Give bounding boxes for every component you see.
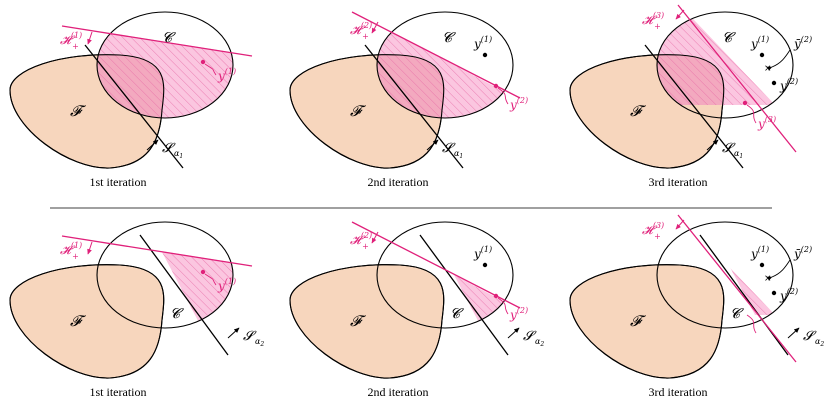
normal-arrow xyxy=(426,139,439,151)
ybar-label: ȳ(2) xyxy=(793,245,812,261)
y1-label: y(1) xyxy=(750,245,769,261)
halfspace-arrow xyxy=(675,219,685,230)
svg-text:α2: α2 xyxy=(255,337,264,348)
hyperplane-H2 xyxy=(351,11,521,99)
ybar-cross: × xyxy=(764,274,772,284)
separating-line-S xyxy=(644,44,744,169)
normal-arrow xyxy=(507,327,520,339)
normal-arrow xyxy=(706,139,719,151)
halfspace-arrow xyxy=(87,241,93,255)
separating-line-S xyxy=(139,234,229,356)
y1-label: y(1) xyxy=(217,67,236,83)
label-C: 𝓒 xyxy=(722,30,736,46)
separating-line-S xyxy=(419,234,509,356)
caption-iteration: 2nd iteration xyxy=(368,175,429,189)
hyperplane-H2 xyxy=(351,221,521,309)
separating-line-S xyxy=(364,44,464,169)
label-H2: 𝓗(2)+ xyxy=(350,231,372,251)
y2-point xyxy=(493,83,499,89)
y1-point xyxy=(200,269,206,275)
label-C: 𝓒 xyxy=(450,306,464,322)
y2-point xyxy=(771,80,777,86)
y2-label: y(2) xyxy=(779,77,798,93)
caption-iteration: 3rd iteration xyxy=(649,175,708,189)
y1-label: y(1) xyxy=(473,245,492,261)
label-C: 𝓒 xyxy=(442,30,456,46)
normal-arrow xyxy=(146,139,159,151)
caption-iteration: 1st iteration xyxy=(90,175,147,189)
y2-point xyxy=(493,293,499,299)
svg-text:α1: α1 xyxy=(454,149,463,160)
hyperplane-H3 xyxy=(677,4,797,153)
label-H2: 𝓗(2)+ xyxy=(350,21,372,41)
caption-iteration: 3rd iteration xyxy=(649,385,708,399)
y1-label: y(1) xyxy=(750,35,769,51)
y3-point xyxy=(742,100,748,106)
y1-point xyxy=(200,59,206,65)
ybar-cross: × xyxy=(764,64,772,74)
y3-label: y(3) xyxy=(757,115,776,131)
separating-line-S xyxy=(699,234,789,356)
halfspace-arrow xyxy=(371,21,379,34)
y1-point xyxy=(482,52,488,58)
label-H1: 𝓗(1)+ xyxy=(60,241,82,261)
label-C: 𝓒 xyxy=(170,306,184,322)
svg-text:α2: α2 xyxy=(815,337,824,348)
y1-label: y(1) xyxy=(473,35,492,51)
ybar-label: ȳ(2) xyxy=(793,35,812,51)
svg-text:α2: α2 xyxy=(535,337,544,348)
y1-point xyxy=(759,262,765,268)
svg-text:α1: α1 xyxy=(734,149,743,160)
svg-text:α1: α1 xyxy=(174,149,183,160)
y1-point xyxy=(759,52,765,58)
y1-point xyxy=(482,262,488,268)
label-H1: 𝓗(1)+ xyxy=(60,31,82,51)
halfspace-arrow xyxy=(87,31,93,45)
hyperplane-H1 xyxy=(61,235,253,267)
normal-arrow xyxy=(787,327,800,339)
separating-line-S xyxy=(84,44,184,169)
caption-iteration: 1st iteration xyxy=(90,385,147,399)
set-F xyxy=(9,264,165,379)
y2-label: y(2) xyxy=(509,306,528,322)
set-F xyxy=(289,264,445,379)
label-C: 𝓒 xyxy=(730,306,744,322)
halfspace-arrow xyxy=(675,9,685,20)
y2-label: y(2) xyxy=(779,287,798,303)
y2-label: y(2) xyxy=(509,96,528,112)
set-F xyxy=(569,264,725,379)
y2-point xyxy=(771,290,777,296)
label-H3: 𝓗(3)+ xyxy=(642,11,664,31)
halfspace-arrow xyxy=(371,231,379,244)
normal-arrow xyxy=(227,327,240,339)
hyperplane-H3 xyxy=(677,214,797,363)
y1-label: y(1) xyxy=(217,277,236,293)
label-H3: 𝓗(3)+ xyxy=(642,221,664,241)
caption-iteration: 2nd iteration xyxy=(368,385,429,399)
hyperplane-H1 xyxy=(61,25,253,57)
